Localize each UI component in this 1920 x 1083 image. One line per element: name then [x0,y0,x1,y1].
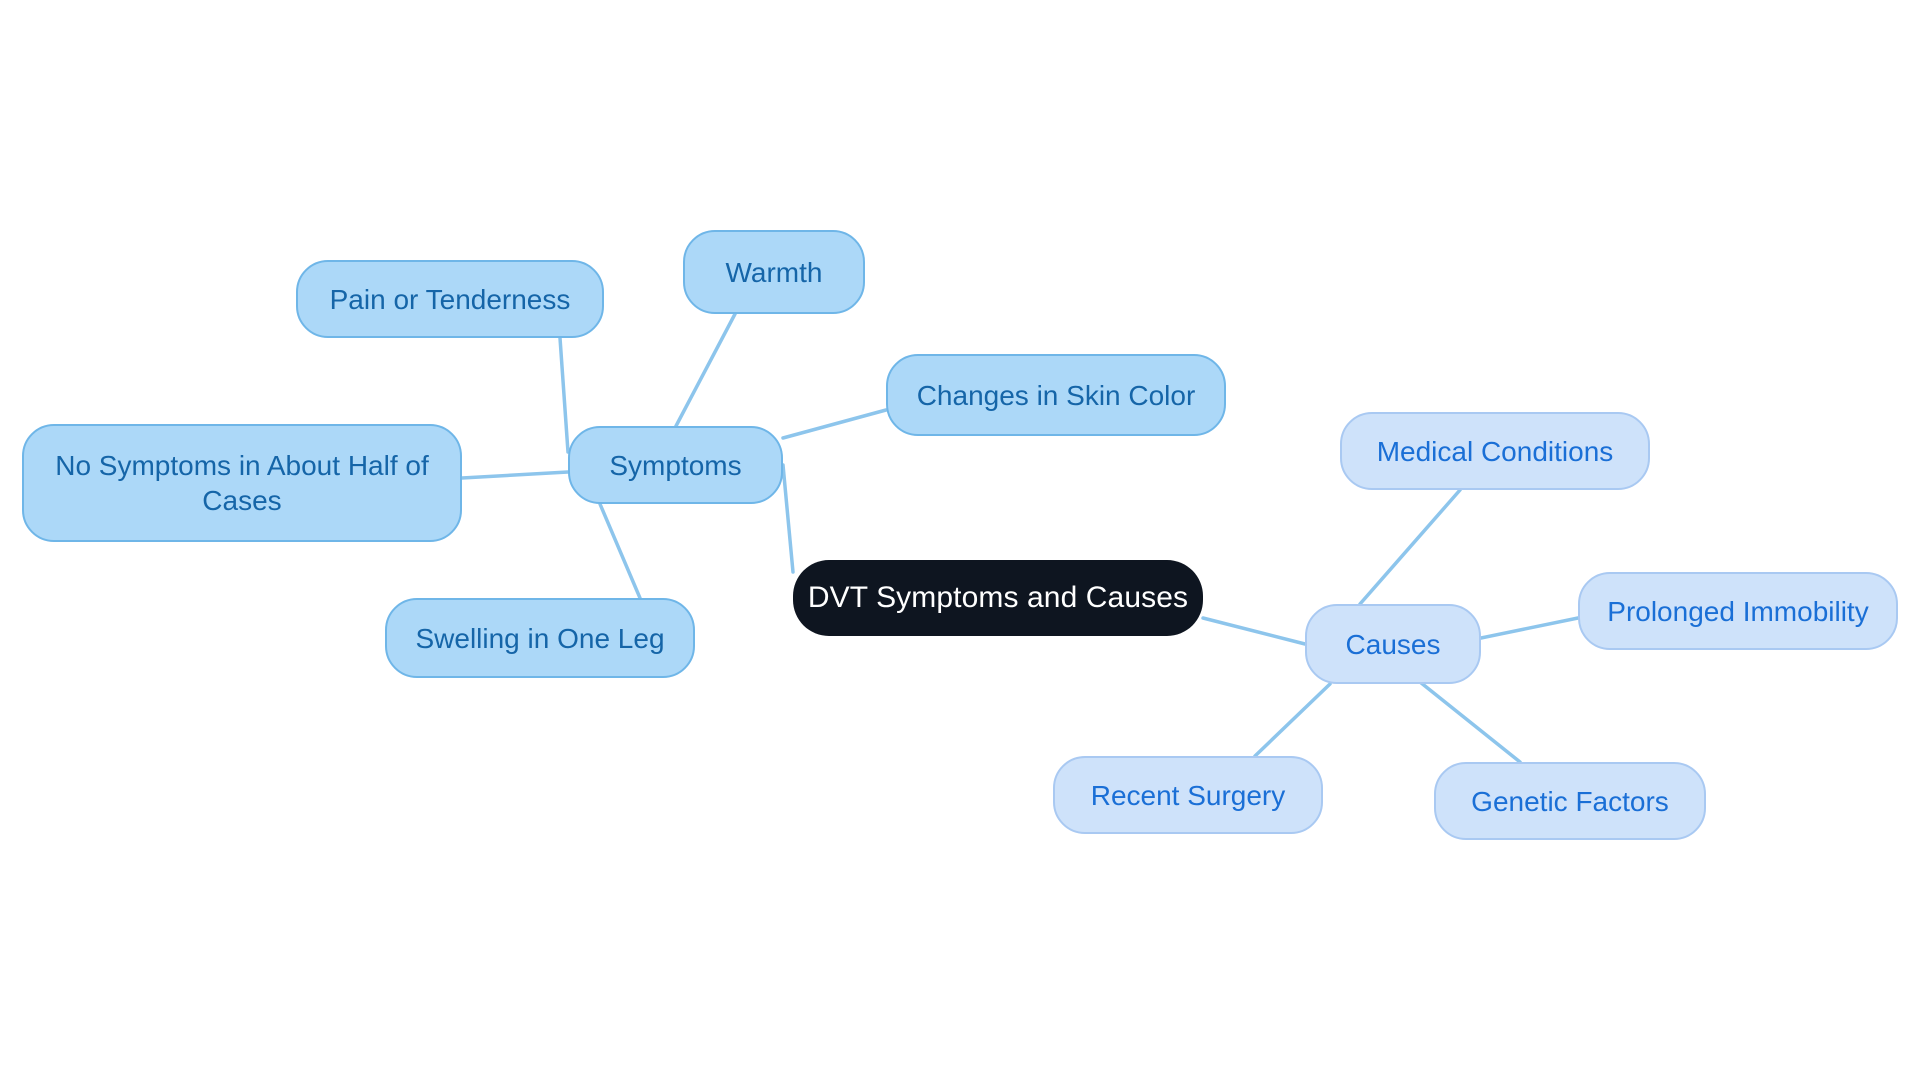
branch-node-symptoms[interactable]: Symptoms [568,426,783,504]
mindmap-root-node[interactable]: DVT Symptoms and Causes [793,560,1203,636]
leaf-node-warmth-label: Warmth [725,256,823,288]
leaf-node-no-symptoms-in-about-half-of-cases[interactable]: No Symptoms in About Half of Cases [22,424,462,542]
edge-symptoms-to-warmth [674,312,737,428]
edge-root-to-symptoms [781,463,795,574]
branch-node-symptoms-label: Symptoms [609,449,742,481]
edge-symptoms-to-swelling-in-one-leg [598,502,642,600]
edge-causes-to-recent-surgery [1253,682,1332,758]
leaf-node-prolonged-immobility[interactable]: Prolonged Immobility [1578,572,1898,650]
leaf-node-genetic-factors[interactable]: Genetic Factors [1434,762,1706,840]
leaf-node-changes-in-skin-color-label: Changes in Skin Color [916,379,1196,411]
leaf-node-pain-or-tenderness[interactable]: Pain or Tenderness [296,260,604,338]
edge-causes-to-prolonged-immobility [1479,616,1580,640]
leaf-node-medical-conditions-label: Medical Conditions [1376,435,1614,467]
leaf-node-prolonged-immobility-label: Prolonged Immobility [1607,595,1869,627]
leaf-node-swelling-in-one-leg[interactable]: Swelling in One Leg [385,598,695,678]
mindmap-root-node-label: DVT Symptoms and Causes [807,581,1189,615]
edge-causes-to-medical-conditions [1358,488,1462,606]
leaf-node-recent-surgery[interactable]: Recent Surgery [1053,756,1323,834]
leaf-node-warmth[interactable]: Warmth [683,230,865,314]
branch-node-causes-label: Causes [1345,628,1441,660]
edge-causes-to-genetic-factors [1418,680,1522,764]
leaf-node-recent-surgery-label: Recent Surgery [1090,779,1286,811]
edge-symptoms-to-no-symptoms-in-about-half-of-cases [460,470,570,480]
edge-symptoms-to-pain-or-tenderness [558,336,570,454]
leaf-node-genetic-factors-label: Genetic Factors [1471,785,1669,817]
leaf-node-pain-or-tenderness-label: Pain or Tenderness [329,283,571,315]
leaf-node-changes-in-skin-color[interactable]: Changes in Skin Color [886,354,1226,436]
leaf-node-medical-conditions[interactable]: Medical Conditions [1340,412,1650,490]
edge-symptoms-to-changes-in-skin-color [781,408,888,440]
leaf-node-no-symptoms-in-about-half-of-cases-label: No Symptoms in About Half of Cases [55,450,429,516]
branch-node-causes[interactable]: Causes [1305,604,1481,684]
leaf-node-swelling-in-one-leg-label: Swelling in One Leg [415,622,665,654]
edge-root-to-causes [1201,616,1307,646]
